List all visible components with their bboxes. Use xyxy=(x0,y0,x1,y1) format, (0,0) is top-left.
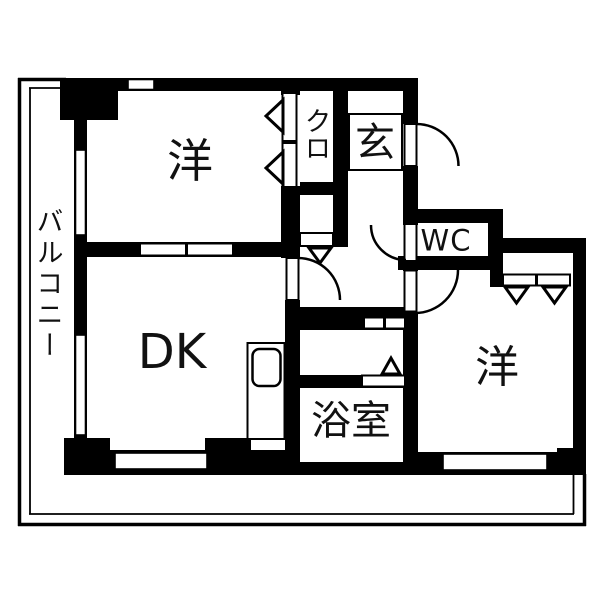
entrance-door-arc xyxy=(416,122,460,167)
room-label-balcony: バルコニー xyxy=(31,207,63,362)
room-label-living-right: 洋 xyxy=(475,342,519,393)
wc-door-arc xyxy=(369,224,407,262)
balcony-railing xyxy=(17,77,587,527)
right-closet-door-triangle-b xyxy=(540,285,569,306)
closet-door-triangle-lower xyxy=(263,148,285,188)
room-label-closet: クロ xyxy=(299,107,331,161)
door-leaves xyxy=(285,123,418,313)
room-label-bath: 浴室 xyxy=(311,398,391,444)
bath-door-triangle xyxy=(379,354,403,376)
closet-door-triangle-upper xyxy=(263,96,285,136)
dk-door-arc xyxy=(297,256,342,301)
bedroom-right-door-arc xyxy=(414,269,460,315)
room-label-entrance: 玄 xyxy=(355,120,395,166)
room-label-wc: WC xyxy=(420,223,472,258)
windows xyxy=(74,78,548,471)
room-label-dk: DK xyxy=(137,324,207,380)
kitchen-sink xyxy=(251,347,282,388)
room-label-living-left: 洋 xyxy=(167,134,213,188)
hall-closet-door-triangle xyxy=(306,246,334,266)
right-closet-door-triangle-a xyxy=(502,285,531,306)
door-panels xyxy=(139,92,571,388)
entrance-step xyxy=(348,113,403,171)
